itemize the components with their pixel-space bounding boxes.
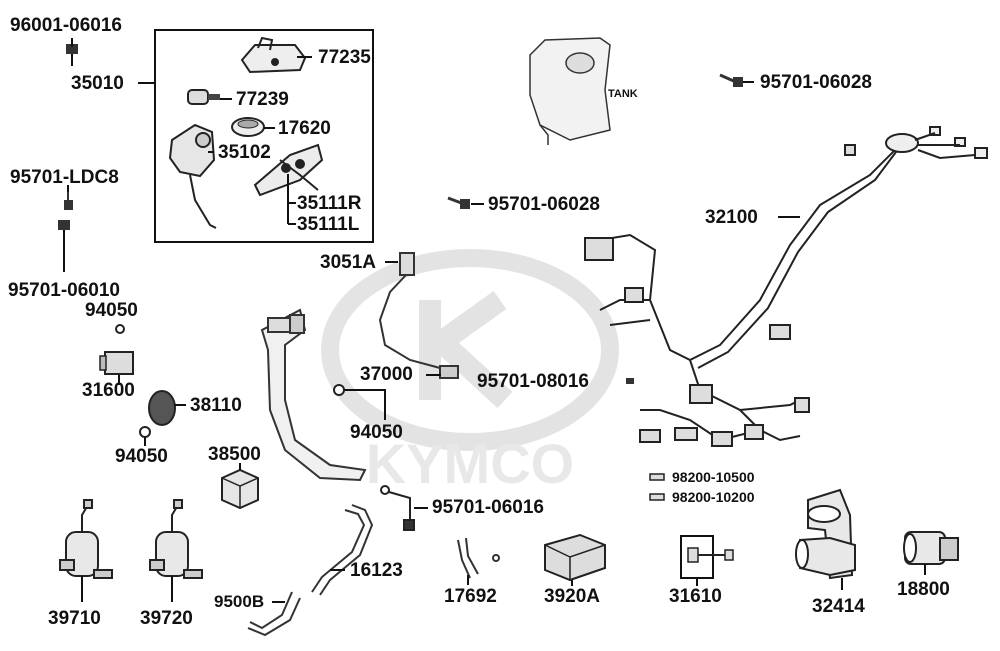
label-38110: 38110 [190,395,242,416]
label-35102: 35102 [218,142,271,163]
bolt-95701-06028-mid-icon [447,196,470,209]
label-95701-06028-top: 95701-06028 [760,72,872,93]
label-94050-b: 94050 [115,446,168,467]
washer-94050-a-icon [115,324,125,334]
label-77239: 77239 [236,89,289,110]
cap-38110-icon [148,390,176,426]
module-3920A-icon [544,533,606,582]
label-39720: 39720 [140,608,193,629]
label-95701-08016: 95701-08016 [477,371,589,392]
label-3920A: 3920A [544,586,600,607]
cap-17620-icon [231,117,265,137]
label-95701-LDC8: 95701-LDC8 [10,167,119,188]
label-tank: TANK [608,88,638,100]
label-17620: 17620 [278,118,331,139]
hose-16123-icon [311,504,374,596]
label-31610: 31610 [669,586,722,607]
cable-37000-icon [378,252,459,379]
bracket-95701-06016-icon [380,485,415,531]
label-95701-06028-mid: 95701-06028 [488,194,600,215]
relay-31600-icon [99,351,134,375]
label-35010: 35010 [71,73,124,94]
pump-39710-icon [59,499,113,579]
label-94050-a: 94050 [85,300,138,321]
label-98200-10200: 98200-10200 [672,489,755,505]
block-38500-icon [221,468,259,510]
kymco-watermark-text: KYMCO [366,432,574,495]
bolt-95701-06010-icon [58,220,70,230]
label-98200-10500: 98200-10500 [672,469,755,485]
frame-bracket-icon [260,308,367,482]
hose-9500B-icon [247,591,301,637]
elbow-32414-icon [795,488,856,580]
switch-group-box [154,29,374,243]
label-31600: 31600 [82,380,135,401]
label-38500: 38500 [208,444,261,465]
label-32100: 32100 [705,207,758,228]
washer-94050-b-icon [139,426,151,438]
label-32414: 32414 [812,596,865,617]
wire-harness-32100-icon [584,126,988,447]
label-37000: 37000 [360,364,413,385]
key-77239-icon [187,89,220,105]
label-17692: 17692 [444,586,497,607]
label-96001-06016: 96001-06016 [10,15,122,36]
label-95701-06010: 95701-06010 [8,280,120,301]
label-9500B: 9500B [214,592,265,611]
label-35111L: 35111L [297,214,360,235]
pump-39720-icon [149,499,203,579]
clip-17692-icon [457,537,500,579]
kymco-watermark: KYMCO [321,249,619,495]
label-94050-c: 94050 [350,422,403,443]
bracket-77235-icon [240,36,307,74]
screw-95701-LDC8-icon [64,192,73,210]
label-77235: 77235 [318,47,371,68]
label-16123: 16123 [350,560,403,581]
fuel-tank-icon [529,37,611,145]
switch-35111-icon [253,143,324,197]
fuse-98200-10500-icon [649,473,665,481]
label-39710: 39710 [48,608,101,629]
label-95701-06016: 95701-06016 [432,497,544,518]
bolt-95701-08016-icon [626,378,634,384]
connector-31610-icon [687,547,734,563]
label-18800: 18800 [897,579,950,600]
washer-94050-c-icon [333,384,345,396]
bolt-95701-06028-top-icon [719,73,743,87]
bolt-96001-06016-icon [66,38,78,66]
part-18800-icon [903,531,959,565]
label-3051A: 3051A [320,252,376,273]
label-35111R: 35111R [297,193,362,214]
fuse-98200-10200-icon [649,493,665,501]
ignition-switch-35102-icon [168,123,217,229]
